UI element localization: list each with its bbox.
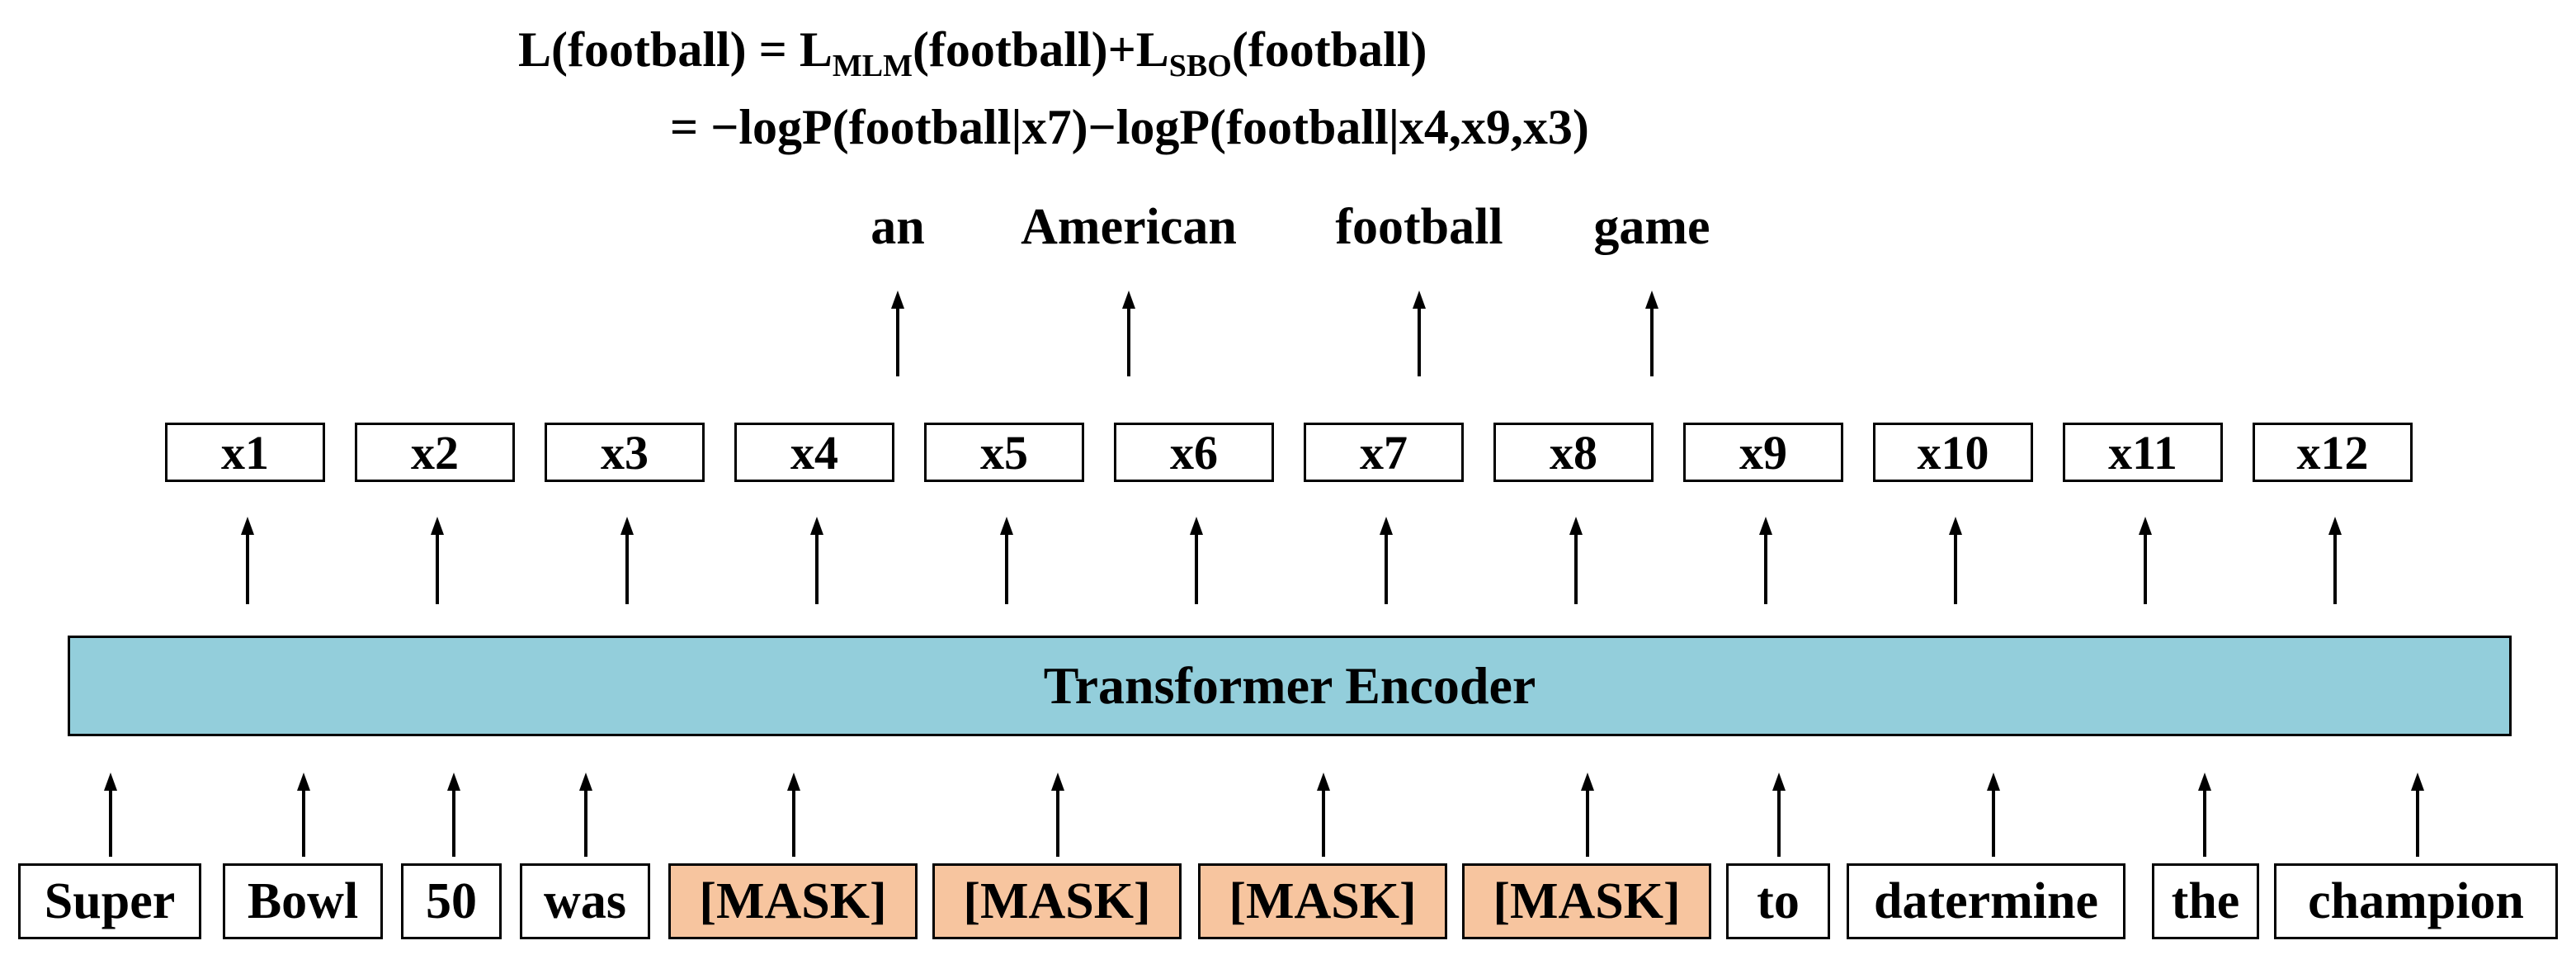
input-token: champion xyxy=(2274,863,2558,939)
hidden-state-box: x1 xyxy=(165,423,325,482)
input-arrow xyxy=(2411,773,2424,857)
input-arrow xyxy=(579,773,592,857)
hidden-state-arrow xyxy=(1000,517,1013,604)
masked-token: [MASK] xyxy=(1198,863,1447,939)
output-arrow xyxy=(1122,291,1135,376)
masked-token: [MASK] xyxy=(668,863,918,939)
input-token: Bowl xyxy=(223,863,383,939)
hidden-state-arrow xyxy=(810,517,823,604)
hidden-state-box: x2 xyxy=(355,423,515,482)
hidden-state-arrow xyxy=(1759,517,1772,604)
output-word: game xyxy=(1593,199,1710,255)
hidden-state-box: x9 xyxy=(1683,423,1843,482)
input-token: was xyxy=(520,863,650,939)
hidden-state-arrow xyxy=(1190,517,1203,604)
hidden-state-box: x4 xyxy=(734,423,894,482)
hidden-state-box: x10 xyxy=(1873,423,2033,482)
hidden-state-box: x8 xyxy=(1493,423,1654,482)
hidden-state-box: x3 xyxy=(545,423,705,482)
input-arrow xyxy=(1051,773,1064,857)
input-token: to xyxy=(1726,863,1830,939)
input-arrow xyxy=(447,773,460,857)
hidden-state-arrow xyxy=(1949,517,1962,604)
loss-formula-line-1: L(football) = LMLM(football)+LSBO(footba… xyxy=(518,22,1427,83)
output-arrow xyxy=(1413,291,1426,376)
output-word: an xyxy=(870,199,925,255)
input-token: datermine xyxy=(1847,863,2125,939)
hidden-state-box: x6 xyxy=(1114,423,1274,482)
input-arrow xyxy=(297,773,310,857)
input-arrow xyxy=(787,773,800,857)
hidden-state-arrow xyxy=(1569,517,1583,604)
output-arrow xyxy=(891,291,904,376)
input-arrow xyxy=(1317,773,1330,857)
input-arrow xyxy=(2198,773,2211,857)
input-token: Super xyxy=(18,863,201,939)
encoder-label: Transformer Encoder xyxy=(1043,656,1536,715)
input-arrow xyxy=(1581,773,1594,857)
input-arrow xyxy=(1772,773,1786,857)
output-word: American xyxy=(1021,199,1237,255)
hidden-state-box: x12 xyxy=(2253,423,2413,482)
hidden-state-arrow xyxy=(620,517,634,604)
hidden-state-arrow xyxy=(2139,517,2152,604)
masked-token: [MASK] xyxy=(1462,863,1711,939)
loss-formula-line-2: = −logP(football|x7)−logP(football|x4,x9… xyxy=(670,100,1589,154)
input-arrow xyxy=(104,773,117,857)
input-arrow xyxy=(1987,773,2000,857)
input-token: the xyxy=(2152,863,2259,939)
hidden-state-arrow xyxy=(241,517,254,604)
hidden-state-arrow xyxy=(1380,517,1393,604)
input-token: 50 xyxy=(401,863,502,939)
hidden-state-box: x7 xyxy=(1304,423,1464,482)
hidden-state-box: x5 xyxy=(924,423,1084,482)
transformer-encoder-block: Transformer Encoder xyxy=(68,636,2512,736)
output-arrow xyxy=(1645,291,1658,376)
masked-token: [MASK] xyxy=(932,863,1182,939)
output-word: football xyxy=(1335,199,1503,255)
hidden-state-arrow xyxy=(431,517,444,604)
hidden-state-box: x11 xyxy=(2063,423,2223,482)
hidden-state-arrow xyxy=(2328,517,2342,604)
